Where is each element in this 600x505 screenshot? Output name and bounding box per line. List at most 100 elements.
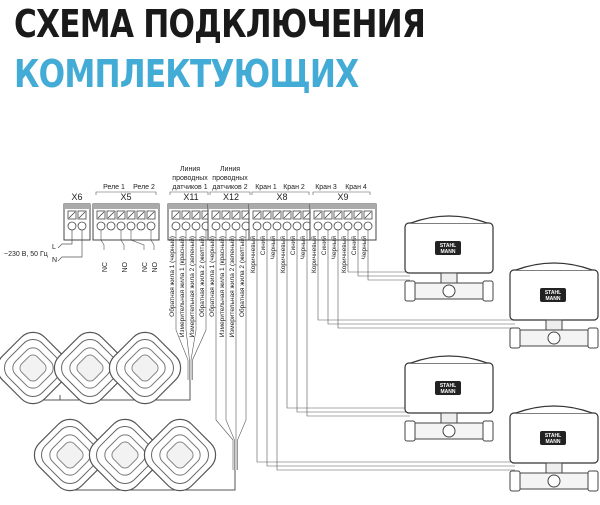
valve-actuator-top	[515, 405, 593, 414]
sensor-line2-wire	[225, 230, 235, 470]
group-label-kran3: Кран 3	[315, 184, 337, 191]
leak-sensor-5	[88, 418, 162, 492]
sensor-line1-wire-label: Измерительная жила 1 (красный)	[178, 236, 186, 337]
bracket-x8	[251, 191, 310, 195]
sensor-line1-wire-label: Измерительная жила 2 (зеленый)	[188, 236, 196, 338]
group-label-line1: Линия	[180, 166, 200, 173]
valve-actuator-top	[410, 355, 488, 364]
terminal-x11-top	[168, 204, 214, 209]
valve-wire-label: Черный	[299, 236, 307, 260]
power-label-l: L	[52, 244, 56, 251]
valve-wire-kran2	[286, 230, 410, 409]
bracket-x11	[169, 191, 209, 195]
screw-slot-icon	[242, 211, 250, 219]
valve-actuator-top	[410, 215, 488, 224]
screw-slot-icon	[293, 211, 301, 219]
screw-slot-icon	[273, 211, 281, 219]
sensor-ring	[166, 441, 194, 469]
bracket-x5	[95, 191, 157, 195]
brand-logo-text: MANN	[546, 296, 561, 302]
valve-wire-kran1	[276, 230, 515, 471]
valve-wire-kran1	[256, 230, 515, 463]
group-label-kran1: Кран 1	[255, 184, 277, 191]
screw-slot-icon	[283, 211, 291, 219]
screw-slot-icon	[68, 211, 76, 219]
terminal-x8-label: X8	[276, 192, 287, 202]
terminal-hole-icon	[106, 221, 116, 231]
relay-contact-no: NO	[122, 261, 129, 272]
brand-logo-text: STAHL	[440, 243, 456, 249]
screw-slot-icon	[78, 211, 86, 219]
valve-wire-kran3	[317, 230, 515, 321]
screw-slot-icon	[324, 211, 332, 219]
valve-nut	[404, 280, 416, 302]
sensor-line2-wire-label: Измерительная жила 1 (красный)	[218, 236, 226, 337]
relay-wire	[130, 230, 145, 250]
relay-wire	[120, 230, 125, 250]
valve-wire-label: Коричневый	[249, 236, 257, 273]
valve-actuator-top	[515, 262, 593, 271]
sensor-line1-wire	[175, 230, 189, 380]
screw-slot-icon	[192, 211, 200, 219]
brand-logo	[540, 288, 566, 302]
brand-logo-text: STAHL	[440, 383, 456, 389]
valve-nut	[587, 327, 599, 349]
screw-slot-icon	[172, 211, 180, 219]
screw-slot-icon	[263, 211, 271, 219]
valve-ball	[547, 331, 561, 345]
screw-slot-icon	[232, 211, 240, 219]
group-label-line2: проводных	[212, 175, 248, 182]
valve-wire-kran3	[327, 230, 515, 325]
power-label-n: N	[52, 257, 57, 264]
valve-wire-label: Черный	[269, 236, 277, 260]
terminal-x6	[63, 203, 91, 241]
terminal-x5-label: X5	[120, 192, 131, 202]
terminal-x9-body	[309, 203, 377, 241]
sensor-line1-wire	[185, 230, 190, 380]
screw-slot-icon	[303, 211, 311, 219]
valve-wire-label: Коричневый	[279, 236, 287, 273]
sensor-line1-wire-label: Обратная жила 2 (желтый)	[198, 236, 206, 317]
valve-wire-kran4	[347, 230, 410, 273]
sensor-line1-wire	[192, 230, 207, 380]
terminal-x12-label: X12	[223, 192, 239, 202]
group-label-kran2: Кран 2	[283, 184, 305, 191]
leak-sensor-3	[108, 331, 182, 405]
sensor-line2-wire-label: Обратная жила 2 (желтый)	[238, 236, 246, 317]
leak-sensor-2	[53, 331, 127, 405]
relay-wire	[150, 230, 155, 250]
terminal-x9	[309, 203, 377, 241]
terminal-x5-body	[92, 203, 160, 241]
relay-contact-no: NO	[152, 261, 159, 272]
terminal-x9-top	[310, 204, 376, 209]
terminal-x6-body	[63, 203, 91, 241]
wire-n	[57, 230, 83, 262]
bracket-x12	[209, 191, 251, 195]
valve-wire-kran2	[306, 230, 410, 417]
terminal-x8-body	[248, 203, 316, 241]
sensor-line1-wire	[190, 230, 197, 380]
relay-wire	[100, 230, 105, 250]
sensor-ring	[131, 354, 159, 382]
valve-wire-kran3	[337, 230, 515, 329]
screw-slot-icon	[137, 211, 145, 219]
screw-slot-icon	[97, 211, 105, 219]
terminal-x11	[167, 203, 215, 241]
screw-slot-icon	[147, 211, 155, 219]
sensor-ring	[76, 354, 104, 382]
terminal-x6-label: X6	[71, 192, 82, 202]
screw-slot-icon	[314, 211, 322, 219]
screw-slot-icon	[127, 211, 135, 219]
terminal-x12	[207, 203, 255, 241]
valve-wire-label: Синий	[259, 236, 267, 256]
valve-wire-kran4	[367, 230, 410, 281]
valve-nut	[509, 327, 521, 349]
sensor-line2-wire-label: Измерительная жила 2 (зеленый)	[228, 236, 236, 338]
brand-logo	[435, 381, 461, 395]
sensor-ring	[56, 441, 84, 469]
terminal-x11-label: X11	[183, 192, 198, 202]
sensor-line1-wire-label: Обратная жила 1 (черный)	[168, 236, 176, 317]
